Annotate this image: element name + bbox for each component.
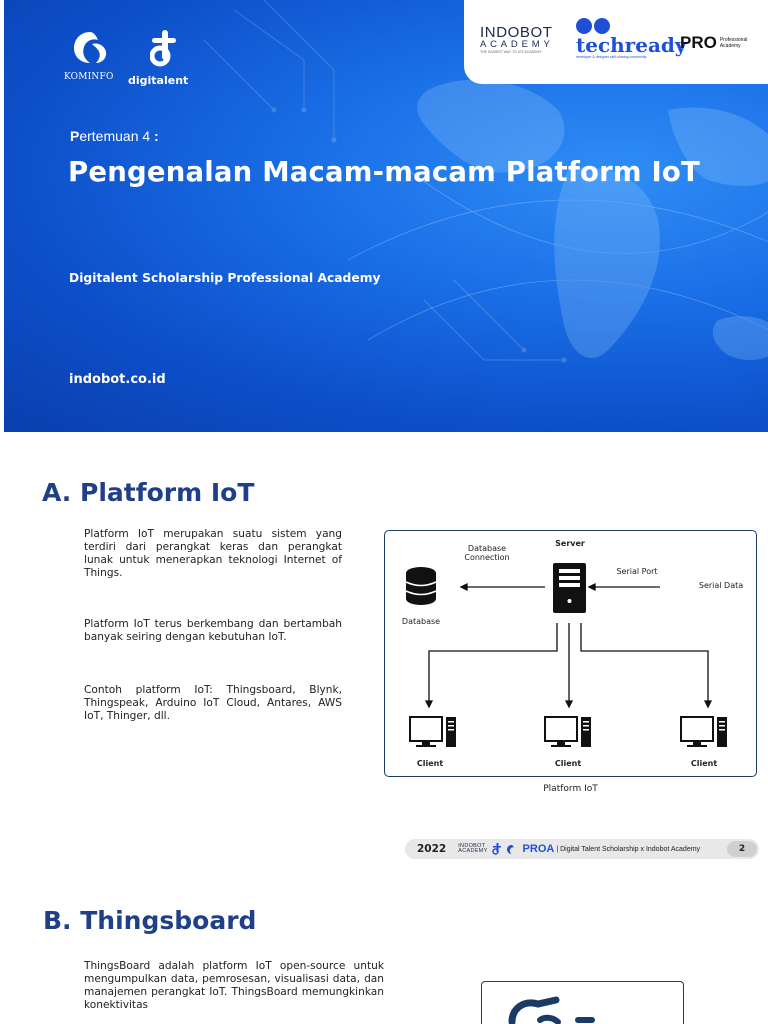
- cover-subtitle: Digitalent Scholarship Professional Acad…: [69, 271, 381, 285]
- mini-digitalent-icon: [491, 843, 501, 855]
- partner-logos-card: INDOBOT ACADEMY THE EASIEST WAY TO IOT A…: [464, 0, 768, 84]
- diagram-caption: Platform IoT: [543, 784, 598, 794]
- thingsboard-logo-box: [481, 981, 684, 1024]
- footer-proa: PROA: [522, 843, 555, 855]
- thingsboard-logo-icon: [508, 996, 595, 1024]
- client-icon: [544, 716, 591, 747]
- section-title-thingsboard: B. Thingsboard: [43, 906, 257, 935]
- cover-website: indobot.co.id: [69, 372, 166, 387]
- kominfo-emblem-icon: [74, 32, 107, 63]
- circuit-pattern-decoration: [203, 0, 567, 363]
- diagram-lines: [405, 563, 727, 747]
- pro-academy-logo: PRO Professional Academy: [680, 33, 748, 52]
- server-label: Server: [555, 539, 585, 548]
- database-connection-label: Database Connection: [464, 544, 510, 562]
- client-icon: [409, 716, 456, 747]
- client-icon: [680, 716, 727, 747]
- techready-dots-icon: [576, 18, 676, 34]
- section-title-platform-iot: A. Platform IoT: [42, 478, 255, 507]
- server-icon: [553, 563, 586, 613]
- digitalent-emblem-icon: [149, 30, 176, 67]
- digitalent-label: digitalent: [128, 74, 189, 87]
- paragraph-thingsboard: ThingsBoard adalah platform IoT open-sou…: [84, 960, 384, 1011]
- kominfo-logo: KOMINFO: [64, 28, 124, 90]
- client-label: Client: [690, 759, 718, 768]
- paragraph-definition: Platform IoT merupakan suatu sistem yang…: [84, 528, 342, 579]
- footer-year: 2022: [417, 843, 447, 855]
- cover-title: Pengenalan Macam-macam Platform IoT: [68, 156, 700, 188]
- client-label: Client: [416, 759, 444, 768]
- database-icon: [405, 567, 437, 605]
- paragraph-growth: Platform IoT terus berkembang dan bertam…: [84, 618, 342, 643]
- paragraph-examples: Contoh platform IoT: Thingsboard, Blynk,…: [84, 684, 342, 722]
- page-number: 2: [727, 841, 757, 857]
- meeting-label: Pertemuan 4 :: [70, 128, 159, 144]
- serial-port-label: Serial Port: [616, 567, 658, 576]
- indobot-academy-logo: INDOBOT ACADEMY THE EASIEST WAY TO IOT A…: [480, 24, 554, 54]
- mini-kominfo-icon: [506, 844, 514, 854]
- platform-iot-diagram: Server Database Connection Database Seri…: [384, 530, 757, 777]
- techready-logo: techready developer & designer skill-sha…: [576, 18, 687, 60]
- serial-data-label: Serial Data: [698, 581, 744, 590]
- digitalent-logo: digitalent: [128, 28, 198, 90]
- database-label: Database: [401, 617, 441, 626]
- kominfo-label: KOMINFO: [64, 72, 114, 82]
- footer-description: | Digital Talent Scholarship x Indobot A…: [556, 845, 701, 853]
- client-label: Client: [554, 759, 582, 768]
- world-map-decoration: [347, 79, 768, 360]
